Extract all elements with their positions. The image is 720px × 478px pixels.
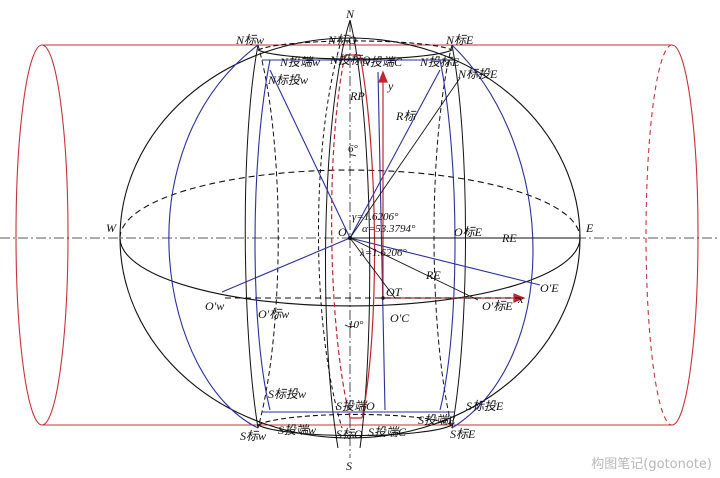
meridian-center-front xyxy=(349,19,371,449)
label-alpha: α=53.3794° xyxy=(362,223,416,235)
label-s-biao-w: S标w xyxy=(240,429,266,443)
label-n-tou-e: N投标E xyxy=(419,55,460,69)
meridian-west-back xyxy=(257,44,279,429)
ray-to-ow xyxy=(221,237,351,293)
label-s-tou-c: S投端C xyxy=(368,425,407,439)
label-o-biao-e: O标E xyxy=(454,225,483,239)
label-s: S xyxy=(346,459,352,473)
angle-10-arc xyxy=(344,324,356,328)
cylinder-right-cap-front xyxy=(671,44,699,426)
ray-to-n-e xyxy=(349,69,441,239)
cylinder-left-cap xyxy=(15,44,69,426)
label-s-tao-o: S投端O xyxy=(336,399,375,413)
label-n-biaotou-w: N标投w xyxy=(267,73,308,87)
meridian-west-front xyxy=(244,44,259,429)
angle-6-arc xyxy=(349,154,357,157)
label-x: x xyxy=(517,292,524,306)
label-s-tou-w: S投端w xyxy=(278,423,316,437)
blue-curve-west-inner xyxy=(254,59,271,411)
label-o-w: O′w xyxy=(205,299,224,313)
label-s-biao-o: S标O xyxy=(336,427,363,441)
label-angle-10: 10° xyxy=(348,319,364,331)
points xyxy=(348,236,385,300)
red-curve-back xyxy=(331,54,351,419)
label-lambda: λ=1.6206° xyxy=(359,247,407,259)
top-cap-back xyxy=(257,40,453,51)
bottom-cap-back xyxy=(257,413,453,426)
meridian-center-back xyxy=(325,19,351,449)
label-s-tou-e: S投端E xyxy=(418,413,456,427)
meridian-east-back xyxy=(433,44,453,429)
line-to-oc xyxy=(349,237,396,299)
red-curve-front xyxy=(359,54,376,419)
label-r-biao: R标 xyxy=(395,109,417,123)
equator-back xyxy=(119,169,581,239)
label-n-proj-o: N投标O xyxy=(329,53,371,67)
construction-lines xyxy=(225,77,580,328)
labels: N S W E N标w N标O N标E N投端w N投标O N投端C N投标E … xyxy=(106,7,594,473)
label-w: W xyxy=(106,221,117,235)
blue-curve-east xyxy=(451,44,534,429)
label-re-top: RE xyxy=(501,231,517,245)
label-n-tou-w: N投端w xyxy=(279,55,320,69)
label-n-tou-c: N投端C xyxy=(361,55,403,69)
meridians xyxy=(244,19,466,449)
label-n-biao-o: N标O xyxy=(327,33,357,47)
label-o-biao-e2: O′标E xyxy=(482,299,513,313)
label-o: O xyxy=(338,225,347,239)
label-n: N xyxy=(345,7,355,21)
ray-to-oe xyxy=(349,237,541,286)
radius-e-lower xyxy=(349,237,479,301)
label-re-bottom: RE xyxy=(425,268,441,282)
label-e: E xyxy=(585,221,594,235)
label-rp: RP xyxy=(349,89,365,103)
label-o-e: O′E xyxy=(540,281,559,295)
label-s-biaotou-e: S标投E xyxy=(466,399,504,413)
blue-curve-west xyxy=(168,44,259,429)
top-cap-front xyxy=(257,49,453,60)
cylinder-right-cap-back xyxy=(645,44,673,426)
bottom-cap-front xyxy=(257,424,453,437)
red-projection xyxy=(331,54,526,419)
label-oc: O′C xyxy=(390,311,410,325)
label-n-biao-e: N标E xyxy=(445,33,474,47)
blue-curve-east-inner xyxy=(439,59,456,411)
label-y: y xyxy=(387,79,394,93)
point-ot xyxy=(381,296,385,300)
label-ot: OT xyxy=(386,285,403,299)
label-n-biaotou-e: N标投E xyxy=(457,67,498,81)
watermark: 构图笔记(gotonote) xyxy=(591,457,712,472)
blue-curves xyxy=(168,44,541,429)
label-angle-6: 6° xyxy=(348,143,359,155)
ray-to-n-w xyxy=(269,69,351,239)
label-s-biaotou-w: S标投w xyxy=(268,387,306,401)
equator-front xyxy=(119,237,581,307)
point-o xyxy=(348,236,352,240)
label-o-biao-w: O′标w xyxy=(258,307,289,321)
radius-biao xyxy=(349,77,461,239)
sphere xyxy=(119,37,581,439)
label-s-biao-e: S标E xyxy=(450,427,476,441)
meridian-east-front xyxy=(451,44,466,429)
y-axis-arrow xyxy=(378,70,388,83)
blue-inner-vertical xyxy=(377,71,386,411)
label-n-biao-w: N标w xyxy=(235,33,264,47)
cylinder xyxy=(15,44,699,426)
label-gamma: γ=1.6206° xyxy=(352,211,399,223)
